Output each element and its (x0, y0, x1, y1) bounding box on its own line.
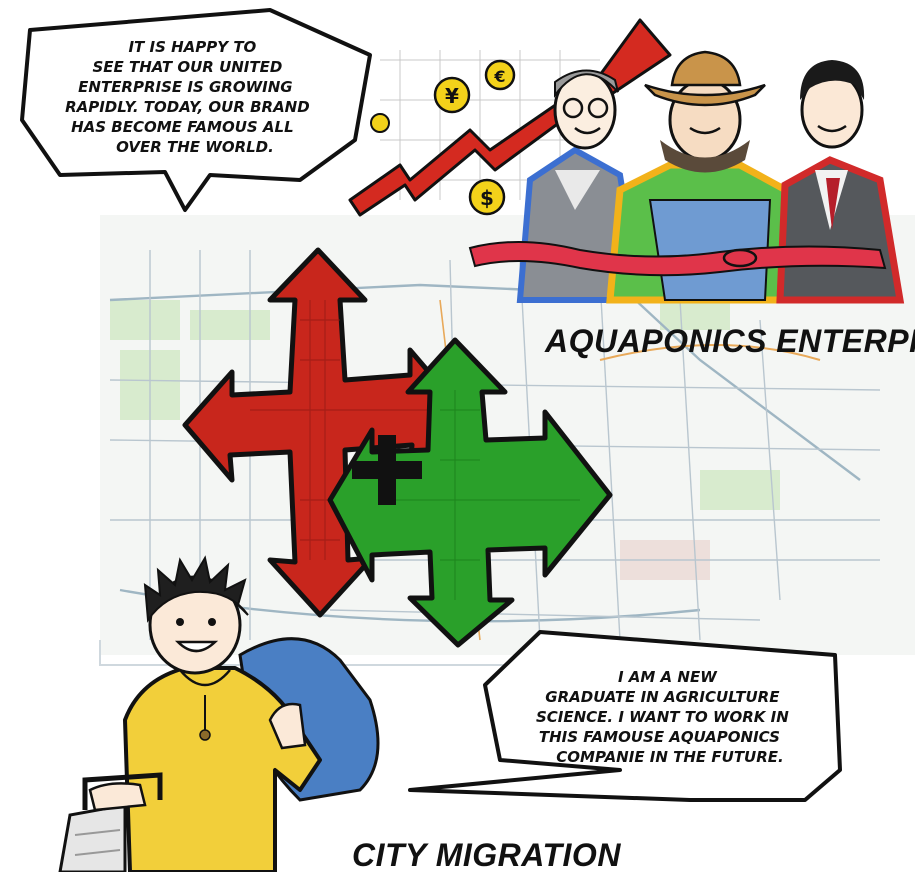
spiky-hair (143, 555, 249, 623)
scissors-icon (722, 248, 758, 268)
graduate-speech-line-1: I AM A NEW (618, 668, 718, 686)
enterprise-speech-line-4: RAPIDLY. TODAY, OUR BRAND (65, 98, 310, 116)
yen-symbol: ¥ (445, 84, 459, 108)
graduate-speech-line-5: COMPANIE IN THE FUTURE. (556, 748, 783, 766)
dollar-coin-icon: $ (468, 178, 506, 216)
svg-text:I AM A NEW GRADUATE IN A: I AM A NEW GRADUATE IN AGRICULTURE SCIEN… (536, 668, 794, 766)
graduate-character (58, 555, 380, 872)
yen-coin-icon: ¥ (433, 76, 471, 114)
small-coin-icon (370, 113, 390, 133)
svg-text:IT IS HAPPY TO SEE THAT: IT IS HAPPY TO SEE THAT OUR UNITED ENTER… (65, 38, 315, 156)
graduate-speech-line-3: SCIENCE. I WANT TO WORK IN (536, 708, 789, 726)
graduate-speech-line-2: GRADUATE IN AGRICULTURE (545, 688, 780, 706)
ceremony-ribbon (468, 240, 887, 277)
graduate-speech-bubble: I AM A NEW GRADUATE IN AGRICULTURE SCIEN… (408, 630, 842, 802)
enterprise-speech-line-3: ENTERPRISE IS GROWING (78, 78, 292, 96)
expansion-arrows-icon (182, 247, 613, 648)
chart-grid (380, 50, 600, 200)
caption-city-migration: CITY MIGRATION (352, 837, 621, 872)
enterprise-speech-bubble: IT IS HAPPY TO SEE THAT OUR UNITED ENTER… (20, 8, 372, 212)
euro-coin-icon: € (484, 59, 516, 91)
enterprise-speech-line-2: SEE THAT OUR UNITED (92, 58, 282, 76)
enterprise-speech-line-1: IT IS HAPPY TO (128, 38, 256, 56)
red-arrow-shape (182, 247, 473, 618)
dollar-symbol: $ (480, 186, 494, 210)
enterprise-speech-line-6: OVER THE WORLD. (116, 138, 274, 156)
suitcase (58, 772, 163, 872)
plus-icon (352, 435, 422, 505)
euro-symbol: € (493, 67, 505, 86)
caption-aquaponics-enterprise: AQUAPONICS ENTERPRISE (544, 323, 915, 359)
green-arrow-shape (327, 337, 613, 648)
graduate-speech-line-4: THIS FAMOUSE AQUAPONICS (539, 728, 780, 746)
enterprise-speech-line-5: HAS BECOME FAMOUS ALL (71, 118, 294, 136)
enterprise-people (468, 50, 905, 304)
